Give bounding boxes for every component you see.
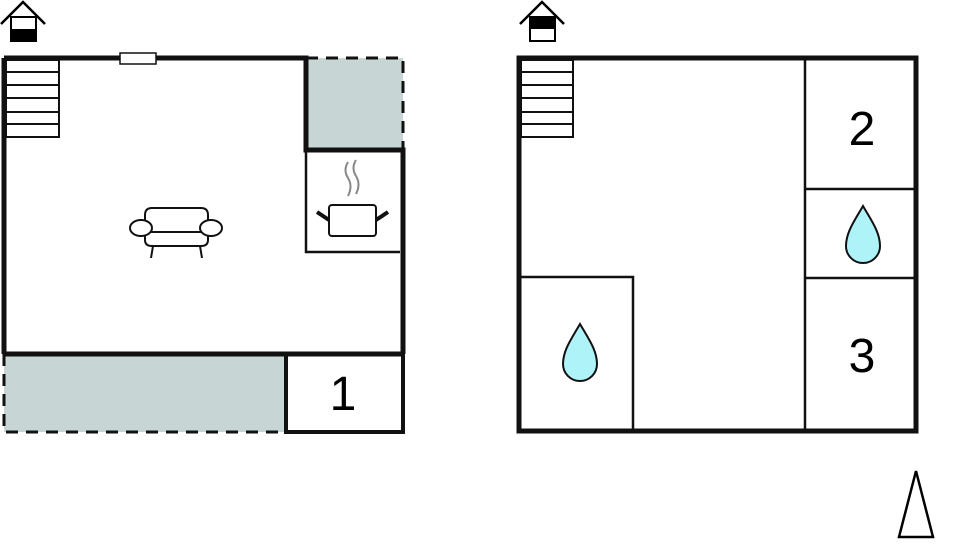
upper-floor-walls — [516, 55, 919, 434]
room-3-label: 3 — [849, 330, 876, 383]
window — [119, 52, 157, 65]
sofa-icon — [129, 207, 223, 259]
terrace-top-right — [306, 58, 403, 150]
stairs-icon — [5, 59, 60, 138]
room-1-label: 1 — [330, 368, 357, 421]
house-level-upper-icon — [519, 0, 565, 42]
north-arrow-icon — [897, 470, 935, 539]
room-2-label: 2 — [849, 103, 876, 156]
water-drop-icon — [844, 203, 882, 264]
ground-floor-walls — [1, 55, 406, 434]
terrace-bottom — [4, 354, 286, 432]
water-drop-icon — [561, 321, 599, 382]
house-level-ground-icon — [0, 0, 46, 42]
stairs-icon — [520, 59, 574, 138]
cooking-pot-icon — [315, 159, 390, 237]
